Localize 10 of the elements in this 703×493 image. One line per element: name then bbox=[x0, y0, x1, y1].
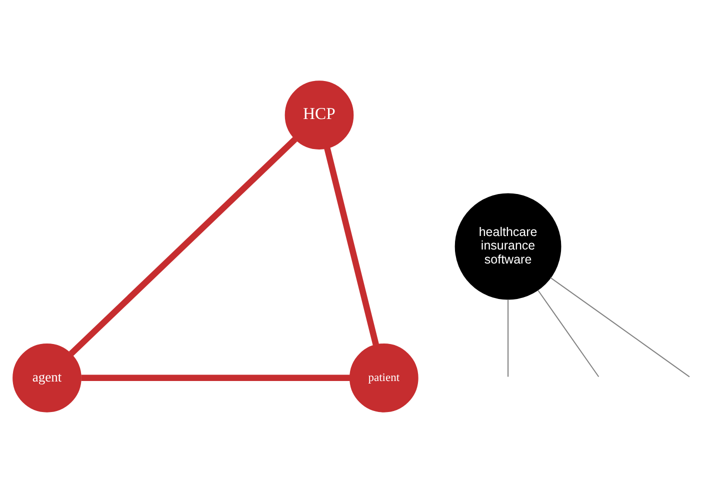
node-circle: agent bbox=[12, 344, 82, 412]
connector bbox=[68, 137, 298, 356]
node-circle: healthcare insurance software bbox=[454, 193, 562, 300]
connector bbox=[324, 147, 379, 346]
connector bbox=[538, 290, 600, 378]
node-circle: patient bbox=[349, 344, 418, 412]
connector bbox=[508, 299, 509, 377]
connector bbox=[550, 277, 690, 378]
connector bbox=[81, 374, 350, 382]
node-circle: HCP bbox=[284, 80, 354, 150]
